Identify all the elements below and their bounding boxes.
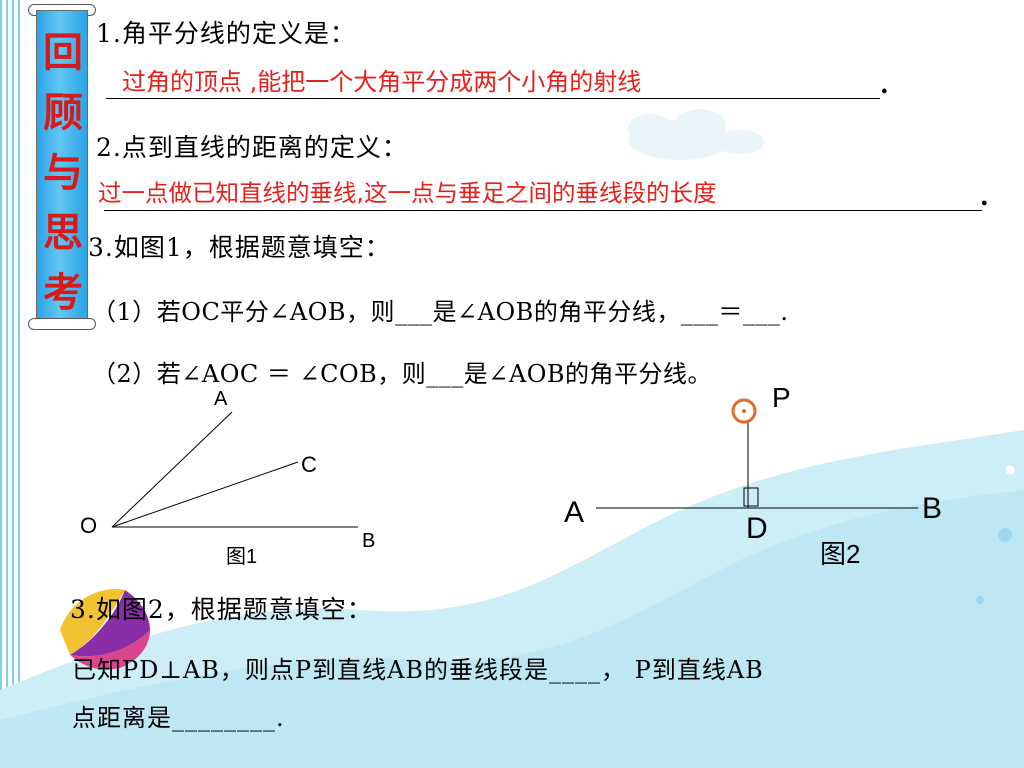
fig2-label-p: P [772, 382, 791, 413]
q2-answer-underline [104, 210, 982, 211]
q2-answer: 过一点做已知直线的垂线,这一点与垂足之间的垂线段的长度 [98, 179, 717, 207]
review-banner: 回 顾 与 思 考 [36, 10, 88, 326]
q2-period: . [980, 182, 990, 211]
boat-decoration [60, 589, 150, 670]
q1-answer: 过角的顶点 ,能把一个大角平分成两个小角的射线 [122, 68, 642, 96]
fig1-caption: 图1 [226, 546, 258, 568]
dot-decoration [998, 528, 1012, 542]
q4-line2: 点距离是________. [72, 704, 285, 732]
cloud-decoration [628, 109, 764, 160]
banner-title: 回 顾 与 思 考 [37, 23, 89, 323]
fig1-label-a: A [214, 388, 228, 410]
ray-oc [111, 461, 299, 528]
banner-char: 思 [43, 210, 83, 256]
q1-answer-underline [106, 98, 880, 99]
banner-char: 顾 [43, 90, 83, 136]
scroll-bottom-roll [28, 318, 96, 330]
fig2-label-d: D [746, 512, 768, 545]
q4-prompt: 3.如图2，根据题意填空： [70, 595, 373, 624]
q3-item1: （1）若OC平分∠AOB，则___是∠AOB的角平分线，___＝___. [92, 298, 789, 326]
point-p-marker [731, 398, 757, 424]
bottom-wave-inner-decoration [0, 490, 1024, 768]
q3-item2: （2）若∠AOC ＝ ∠COB，则___是∠AOB的角平分线。 [92, 360, 713, 388]
fig1-label-o: O [80, 513, 98, 538]
ray-oa [111, 411, 233, 528]
right-angle-mark [743, 487, 759, 507]
q1-period: . [880, 70, 890, 99]
dot-decoration [1004, 464, 1016, 476]
banner-char: 考 [43, 270, 83, 316]
banner-char: 与 [43, 150, 83, 196]
banner-char: 回 [43, 30, 83, 76]
q2-prompt: 2.点到直线的距离的定义： [96, 133, 408, 162]
q3-prompt: 3.如图1，根据题意填空： [88, 233, 391, 262]
fig2-label-a: A [564, 496, 585, 529]
q4-line1: 已知PD⊥AB，则点P到直线AB的垂线段是____， P到直线AB [72, 656, 764, 684]
dot-decoration [976, 596, 984, 604]
point-p [742, 409, 746, 413]
left-stripes-decoration [0, 0, 24, 768]
fig2-label-b: B [922, 492, 943, 525]
q1-prompt: 1.角平分线的定义是： [96, 19, 356, 48]
fig1-label-b: B [362, 530, 376, 552]
fig2-caption: 图2 [820, 539, 861, 569]
fig1-label-c: C [301, 452, 317, 477]
